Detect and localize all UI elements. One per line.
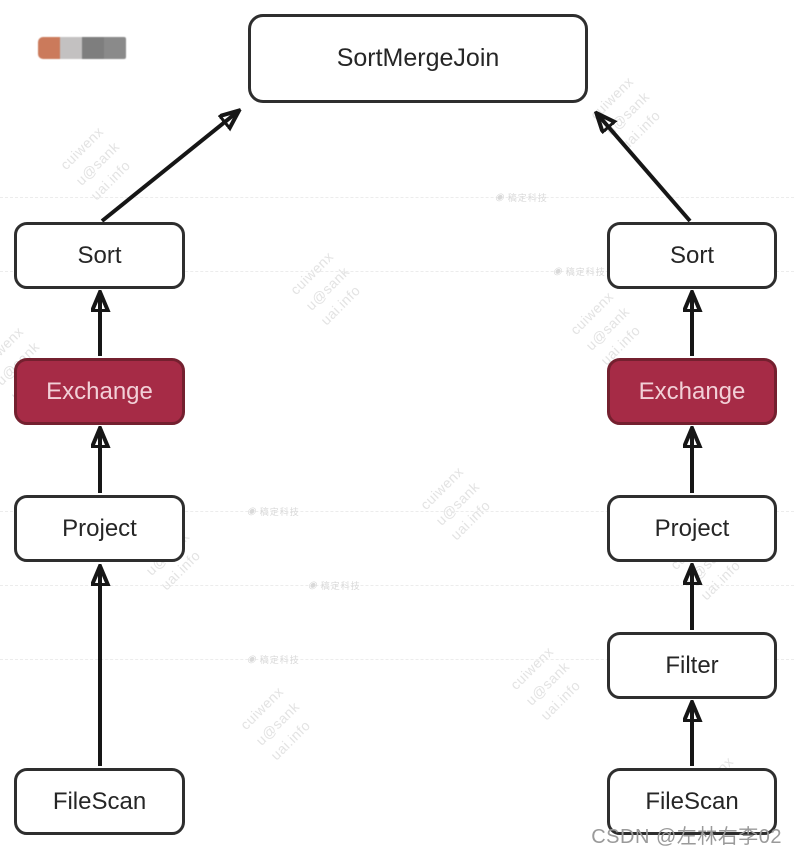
node-label: Exchange [638, 377, 746, 405]
node-left-sort: Sort [14, 222, 185, 289]
pin-icon: ◉ [247, 505, 257, 517]
watermark-badge: ◉稿定科技 [553, 265, 606, 277]
pin-icon: ◉ [247, 653, 257, 665]
node-label: Exchange [46, 377, 153, 405]
node-label: Sort [669, 241, 714, 269]
watermark-badge: ◉稿定科技 [247, 653, 300, 665]
watermark-badge: ◉稿定科技 [247, 505, 300, 517]
watermark-badge: ◉稿定科技 [308, 579, 361, 591]
pin-icon: ◉ [308, 579, 318, 591]
logo-square [38, 37, 60, 59]
pin-icon: ◉ [553, 265, 563, 277]
node-left-exchange: Exchange [14, 358, 185, 425]
watermark-text: cuiwenxu@sankuai.info [586, 73, 664, 154]
node-right-filescan: FileScan [607, 768, 777, 835]
node-label: FileScan [645, 787, 739, 815]
watermark-dotted-line [0, 197, 794, 198]
node-right-filter: Filter [607, 632, 777, 699]
logo-square [104, 37, 126, 59]
node-left-filescan: FileScan [14, 768, 185, 835]
logo-square [60, 37, 82, 59]
node-label: Project [654, 514, 730, 542]
logo-square [82, 37, 104, 59]
csdn-logo-blurred [38, 37, 126, 59]
edge-right-sort-to-root [599, 116, 692, 223]
edge-left-sort-to-root [100, 113, 236, 223]
node-label: Sort [77, 241, 122, 269]
watermark-text: cuiwenxu@sankuai.info [236, 683, 314, 764]
node-sortmergejoin: SortMergeJoin [248, 14, 588, 103]
pin-icon: ◉ [495, 191, 505, 203]
node-left-project: Project [14, 495, 185, 562]
node-right-exchange: Exchange [607, 358, 777, 425]
watermark-text: cuiwenxu@sankuai.info [506, 643, 584, 724]
node-label: SortMergeJoin [336, 44, 500, 72]
watermark-dotted-line [0, 585, 794, 586]
watermark-text: cuiwenxu@sankuai.info [286, 248, 364, 329]
node-right-project: Project [607, 495, 777, 562]
node-right-sort: Sort [607, 222, 777, 289]
node-label: Project [62, 514, 137, 542]
watermark-badge: ◉稿定科技 [495, 191, 548, 203]
watermark-text: cuiwenxu@sankuai.info [416, 463, 494, 544]
csdn-credit-watermark: CSDN @左林右李02 [591, 826, 782, 848]
node-label: FileScan [52, 787, 147, 815]
node-label: Filter [665, 651, 719, 679]
watermark-text: cuiwenxu@sankuai.info [56, 123, 134, 204]
